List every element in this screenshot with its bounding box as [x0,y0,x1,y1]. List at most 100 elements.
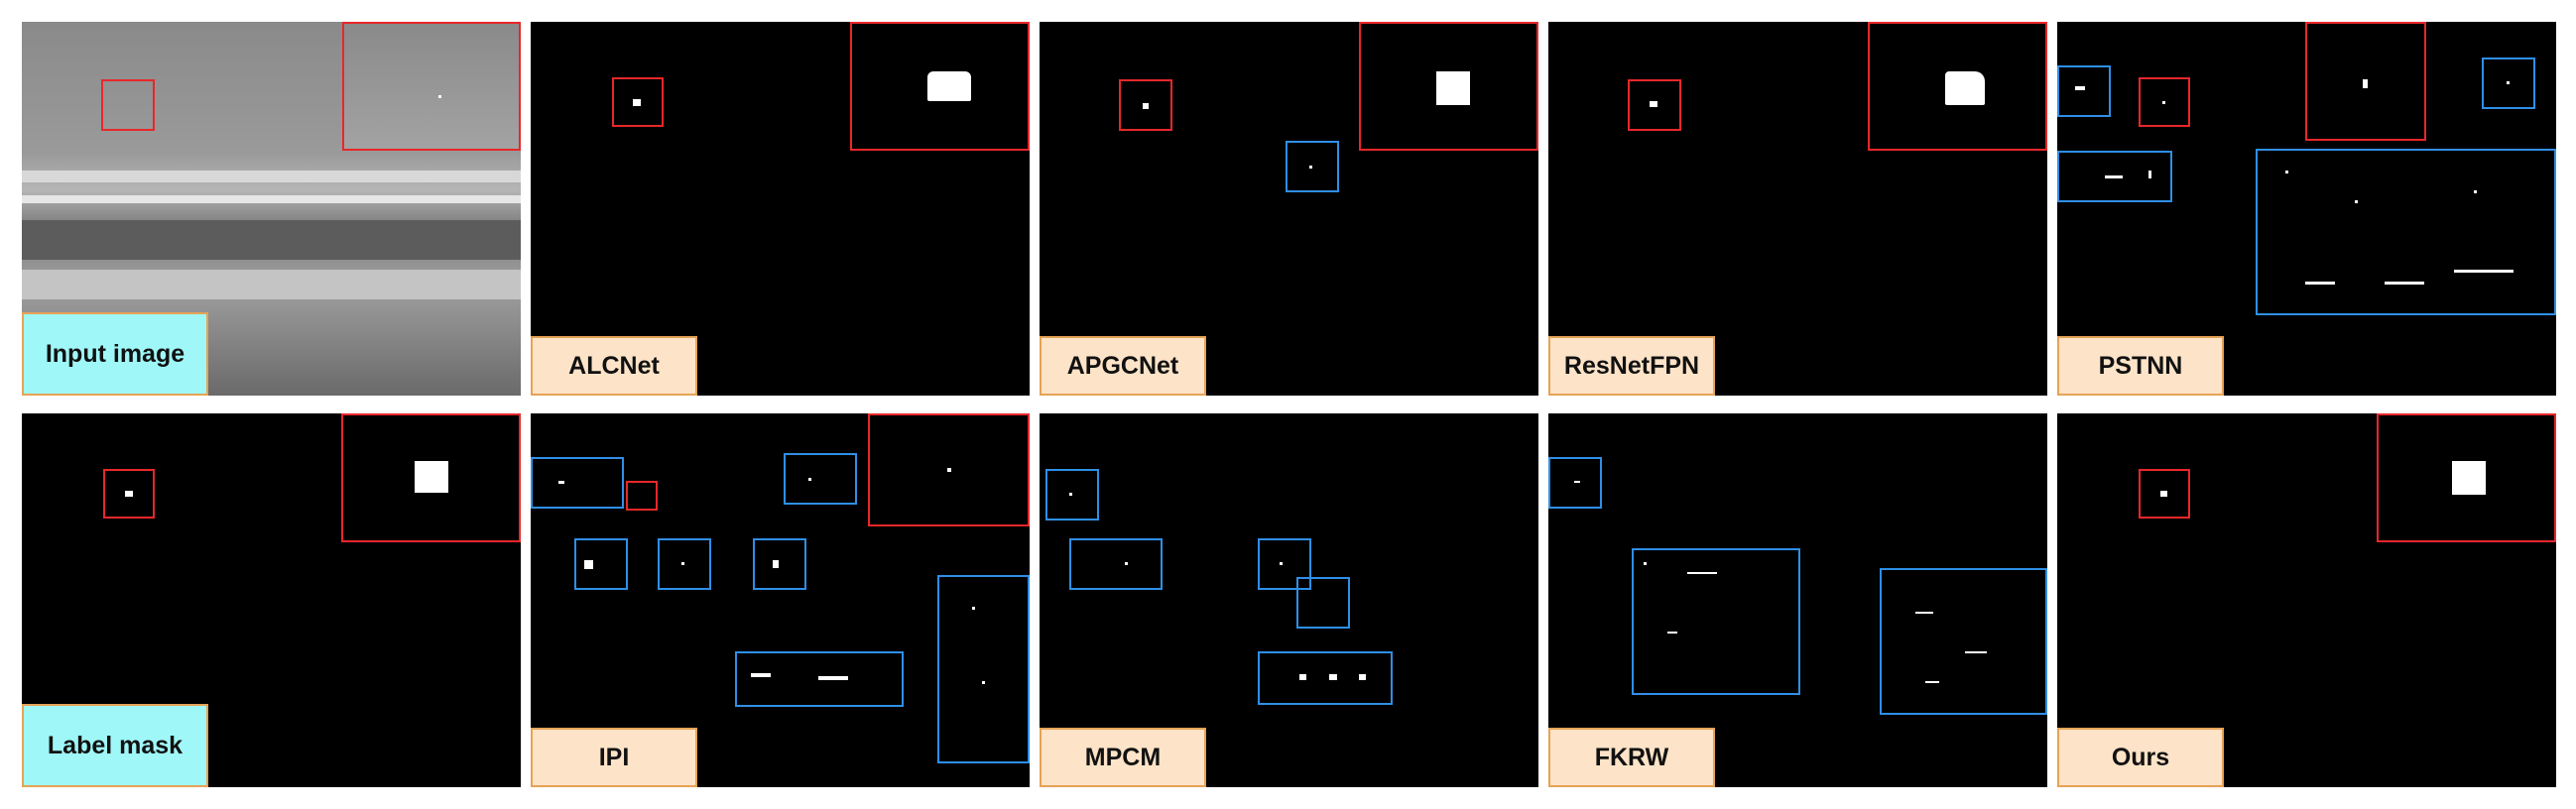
panel-ours: Ours [2057,413,2556,787]
false-alarm-box [2057,151,2172,202]
false-alarm-dot [1667,632,1677,634]
panel-label: MPCM [1040,728,1206,787]
false-alarm-blob [584,560,593,569]
false-alarm-dot [1925,681,1939,683]
false-alarm-box [2482,58,2535,109]
trees-strip [22,270,521,299]
false-alarm-blob [1359,674,1366,680]
false-alarm-box [1296,577,1350,629]
false-alarm-dot [1644,562,1647,565]
zoom-inset [342,22,521,151]
zoom-target [1436,71,1470,105]
false-alarm-dot [2148,171,2151,178]
false-alarm-box [937,575,1030,763]
zoom-target [2452,461,2486,495]
target-blob [633,99,641,106]
false-alarm-dot [2105,175,2123,178]
false-alarm-box [784,453,857,505]
false-alarm-dot [2075,86,2085,90]
false-alarm-box [1045,469,1099,520]
target-box [103,469,155,519]
panel-fkrw: FKRW [1548,413,2047,787]
false-alarm-box [1286,141,1339,192]
panel-label-mask: Label mask [22,413,521,787]
zoom-inset [850,22,1030,151]
target-blob [1650,101,1657,107]
false-alarm-dot [558,481,564,484]
panel-ipi: IPI [531,413,1030,787]
target-box [1628,79,1681,131]
panel-mpcm: MPCM [1040,413,1538,787]
false-alarm-dot [808,478,811,481]
road-strip [22,195,521,203]
false-alarm-box [1880,568,2047,715]
target-dot [2162,101,2165,104]
false-alarm-dot [2305,282,2335,285]
zoom-inset [341,413,521,542]
panel-label: ResNetFPN [1548,336,1715,396]
false-alarm-dot [1280,562,1283,565]
panel-label: FKRW [1548,728,1715,787]
false-alarm-dot [1309,166,1312,169]
false-alarm-dot [681,562,684,565]
panel-alcnet: ALCNet [531,22,1030,396]
false-alarm-dot [751,673,771,677]
false-alarm-box [1258,651,1393,705]
panel-pstnn: PSTNN [2057,22,2556,396]
panel-label: Input image [22,312,208,396]
zoom-target [927,71,971,101]
zoom-inset [1359,22,1538,151]
false-alarm-dot [1125,562,1128,565]
false-alarm-dot [1965,651,1987,653]
panel-label: PSTNN [2057,336,2224,396]
false-alarm-box [574,538,628,590]
zoom-inset [2377,413,2556,542]
false-alarm-box [2057,65,2111,117]
false-alarm-dot [972,607,975,610]
zoom-inset [1868,22,2047,151]
false-alarm-box [1258,538,1311,590]
target-dot [438,95,441,98]
target-box [2139,77,2190,127]
panel-input-image: Input image [22,22,521,396]
zoom-target [2363,79,2368,88]
target-box [626,481,658,511]
false-alarm-dot [2454,270,2514,273]
false-alarm-box [2256,149,2556,315]
target-blob [125,491,133,497]
target-box [101,79,155,131]
zoom-inset [2305,22,2426,141]
target-blob [2160,491,2167,497]
false-alarm-dot [2285,171,2288,173]
false-alarm-dot [818,676,848,680]
false-alarm-dot [1915,612,1933,614]
false-alarm-box [658,538,711,590]
target-box [2139,469,2190,519]
panel-label: APGCNet [1040,336,1206,396]
panel-resnetfpn: ResNetFPN [1548,22,2047,396]
false-alarm-dot [2355,200,2358,203]
building-strip [22,171,521,182]
false-alarm-dot [2385,282,2424,285]
panel-label: Label mask [22,704,208,787]
zoom-target [415,461,448,493]
panel-apgcnet: APGCNet [1040,22,1538,396]
panel-label: ALCNet [531,336,697,396]
zoom-target [947,468,951,472]
false-alarm-box [1632,548,1800,695]
target-blob [1143,103,1149,109]
false-alarm-box [1069,538,1163,590]
false-alarm-dot [1069,493,1072,496]
false-alarm-dot [1574,481,1580,483]
false-alarm-dot [982,681,985,684]
comparison-grid: Input image ALCNet APGCNet ResNetFPN [22,22,2556,787]
false-alarm-box [753,538,806,590]
panel-label: Ours [2057,728,2224,787]
panel-label: IPI [531,728,697,787]
zoom-target [1945,71,1985,105]
false-alarm-box [531,457,624,509]
target-box [1119,79,1172,131]
target-box [612,77,664,127]
false-alarm-box [735,651,904,707]
false-alarm-dot [1687,572,1717,574]
